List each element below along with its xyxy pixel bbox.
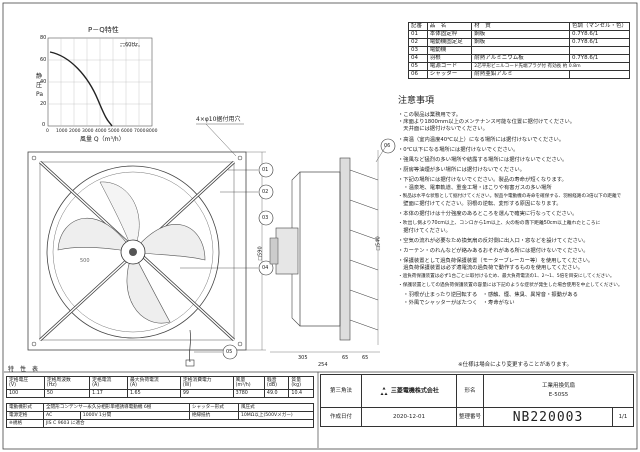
note-line: ・吹出し側より70cm以上、コンロから1m以上、火の粉の落下距離50cm以上離れ… xyxy=(398,221,601,226)
note-line: ・本体の据付けは十分強度のあるところを選んで確実に行なってください。 xyxy=(398,211,578,217)
note-line: ・保護装置として過負荷保護装置（モーターブレーカー等）を使用してください。 xyxy=(398,258,594,264)
dim-305: 305 xyxy=(298,355,308,361)
parts-table-header: 記番 品 名 材 質 色調（マンセル・色） xyxy=(408,22,631,31)
title-row: 第三角法 三菱電機株式会社 形名 工業用換気扇 E-50S5 xyxy=(320,374,634,408)
callout-circle-06 xyxy=(380,138,396,154)
note-line: 壁面に据付けてください。羽根の逆転、変形する原因になります。 xyxy=(398,201,562,207)
side-view xyxy=(269,145,387,353)
note-line: ・この製品は業務用です。 xyxy=(398,112,462,118)
title-row: 作成日付 2020-12-01 整理番号 NB220003 1/1 xyxy=(320,407,634,427)
dim-65: 65 xyxy=(362,355,369,361)
note-line: ・製品は水平な状態として据付けてください。製品や電動機の寿命を確保する、羽根経路… xyxy=(398,194,622,199)
note-line: 据付けてください。 xyxy=(398,228,451,234)
title-block: 第三角法 三菱電機株式会社 形名 工業用換気扇 E-50S5 作成日付 2020… xyxy=(320,374,634,427)
table-row: ※規格 JIS C 9603 に適合 xyxy=(6,419,315,428)
note-line: 天井面には据付けないでください。 xyxy=(398,126,488,132)
spec-table: 定格電圧 (V) 定格周波数 (Hz) 定格電流 (A) 最大負荷電流 (A) … xyxy=(6,376,314,398)
spec-table-header: 定格電圧 (V) 定格周波数 (Hz) 定格電流 (A) 最大負荷電流 (A) … xyxy=(6,376,314,390)
pq-chart-title: P－Q特性 xyxy=(88,26,119,34)
callout-04: 04 xyxy=(262,265,269,271)
callout-circle-05 xyxy=(222,344,238,360)
spec-footnote: ※仕様は場合により変更することがあります。 xyxy=(458,362,572,368)
pq-ytick: 20 xyxy=(40,101,47,107)
pq-ytick: 60 xyxy=(40,57,47,63)
callout-circle-03 xyxy=(258,210,274,226)
callout-circle-01 xyxy=(258,162,274,178)
note-line: 過負荷保護装置は必ず適電流の過負荷で動作するものを使用してください。 xyxy=(398,265,584,271)
pq-ytick: 0 xyxy=(42,122,46,128)
spec-detail-table: 電動機形式 全閉形コンデンサー永久分相形単相誘導電動機 6極 シャッター形式 風… xyxy=(6,403,315,428)
pq-xlabel: 風量 Q（m³/h） xyxy=(80,136,125,143)
pq-ytick: 80 xyxy=(40,35,47,41)
pq-xtick: 7000 xyxy=(134,129,146,134)
pq-xtick: 6000 xyxy=(121,129,133,134)
note-line: ・保護装置としての過負荷保護装置の容量には下記のような症状が発生した場合使用を中… xyxy=(398,283,623,288)
dim-540: □540 xyxy=(375,236,382,251)
note-line: ・羽根が止まったり逆回転する ・感触、煙、焦臭、異常音・振動がある xyxy=(398,292,578,298)
table-row: 100 50 1.17 1.65 99 3780 49.0 10.4 xyxy=(6,389,314,398)
pq-chart xyxy=(47,37,153,127)
pq-curve-label: 一60Hz xyxy=(120,42,138,48)
product-cell: 工業用換気扇 E-50S5 xyxy=(483,374,634,408)
note-line: ・0℃以下になる場所には据付けないでください。 xyxy=(398,147,519,153)
callout-05: 05 xyxy=(226,349,233,355)
table-row: 電動機形式 全閉形コンデンサー永久分相形単相誘導電動機 6極 シャッター形式 風… xyxy=(6,403,315,412)
callout-03: 03 xyxy=(262,215,269,221)
note-line: ・外風でシャッターがばたつく ・寿命がない xyxy=(398,300,515,306)
callout-circle-02 xyxy=(258,184,274,200)
mitsubishi-logo-icon xyxy=(379,386,389,395)
pq-xtick: 2000 xyxy=(69,129,81,134)
dim-254: 254 xyxy=(318,362,328,368)
note-line: ・カーテン・のれんなどが絡みあるおそれがある所には据付けないでください。 xyxy=(398,248,589,254)
note-line: ・温泉地、電車軌道、重金工場・ほこりや有害ガスの多い場所 xyxy=(398,185,552,191)
dim-590: □590 xyxy=(257,246,264,261)
callout-06: 06 xyxy=(384,143,391,149)
dim-65: 65 xyxy=(342,355,349,361)
note-line: ・過負荷保護装置は必ず1台ごとに取付けるため、最大負荷電流の1、2～1、5倍を目… xyxy=(398,274,615,279)
hole-note: 4×φ10据付用穴 xyxy=(196,116,241,123)
note-line: ・床面より1800mm以上のメンテナンス可能な位置に据付けてください。 xyxy=(398,119,576,125)
note-line: ・強風など猛烈の多い場所や結露する場所には据付けないでください。 xyxy=(398,157,568,163)
callout-01: 01 xyxy=(262,167,269,173)
pq-xtick: 3000 xyxy=(82,129,94,134)
notes-title: 注意事項 xyxy=(398,96,435,106)
pq-xtick: 8000 xyxy=(146,129,158,134)
note-line: ・下記の場所には据付けないでください。製品の寿命が短くなります。 xyxy=(398,177,567,183)
company-cell: 三菱電機株式会社 xyxy=(361,374,457,408)
pq-xtick: 0 xyxy=(46,129,49,134)
callout-circle-04 xyxy=(258,260,274,276)
dim-500: 500 xyxy=(80,258,90,264)
pq-curve xyxy=(49,51,113,127)
note-line: ・高温（室内温度40℃以上）になる場所には据付けないでください。 xyxy=(398,137,565,143)
spec-table-title: 特 性 表 xyxy=(8,366,39,373)
pq-ylabel: 静圧 Pa xyxy=(36,73,44,98)
pq-ytick: 40 xyxy=(40,79,47,85)
pq-xtick: 5000 xyxy=(108,129,120,134)
note-line: ・厨房等油煙が多い場所には据付けないでください。 xyxy=(398,167,525,173)
table-row: 電源定格 AC 1000V 1分間 絶縁抵抗 10MΩ以上(500Vメガー) xyxy=(6,411,315,420)
pq-xtick: 1000 xyxy=(56,129,68,134)
front-view xyxy=(27,123,266,367)
callout-02: 02 xyxy=(262,189,269,195)
note-line: ・空気の流れが必要なため換気扇の反対側に出入口・窓などを設けてください。 xyxy=(398,238,589,244)
pq-xtick: 4000 xyxy=(95,129,107,134)
